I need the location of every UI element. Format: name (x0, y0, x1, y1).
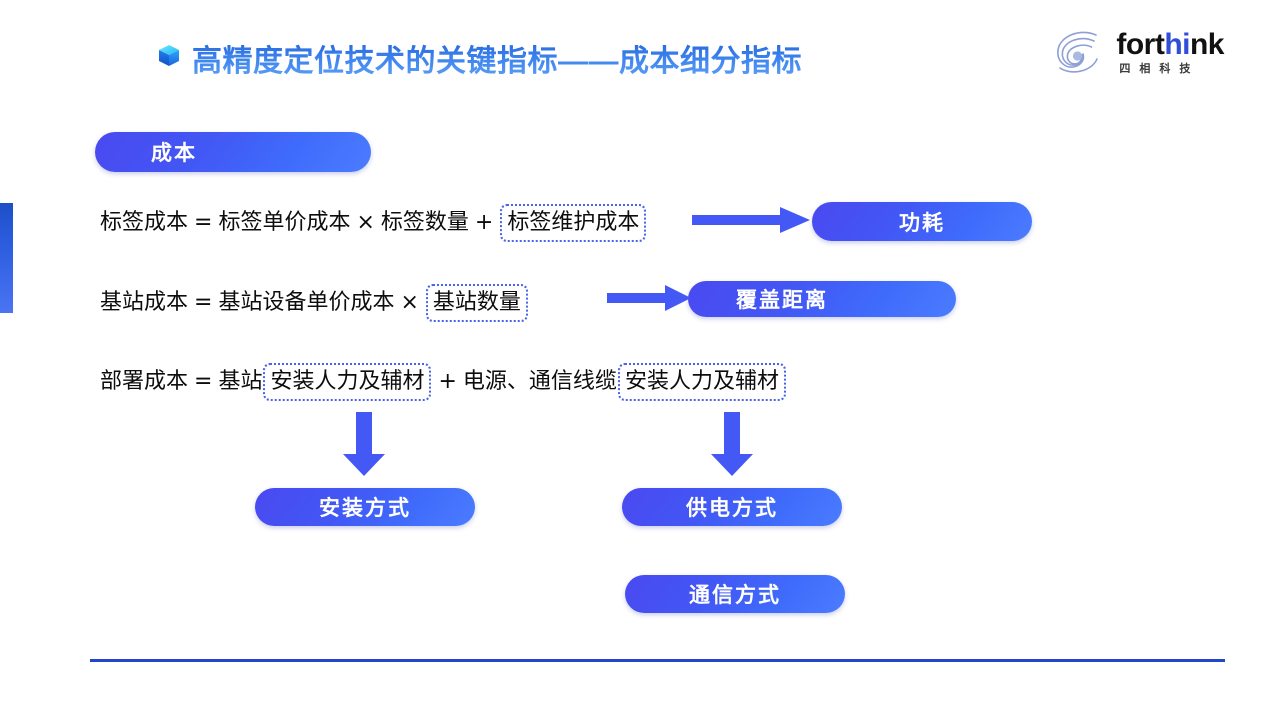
formula-term-station-labor-boxed: 安装人力及辅材 (263, 363, 432, 401)
logo-name-highlight: hi (1164, 27, 1190, 61)
formula-lead-power-cable: 电源、通信线缆 (462, 369, 617, 394)
logo-name-prefix: fort (1116, 27, 1165, 61)
formula-operator-plus: + (474, 210, 494, 235)
formula-operator-multiply: × (400, 290, 419, 315)
formula-operator-multiply: × (356, 210, 375, 235)
pill-power-supply-method[interactable]: 供电方式 (622, 488, 842, 526)
arrow-down-icon-to-power-supply (711, 412, 753, 476)
formula-term-cable-labor-boxed: 安装人力及辅材 (617, 363, 786, 401)
formula-term-unit-price: 标签单价成本 (218, 210, 351, 235)
formula-term-maintenance-boxed: 标签维护成本 (500, 204, 647, 242)
formula-term-device-unit-price: 基站设备单价成本 (218, 290, 395, 315)
formula-operator-plus: + (438, 369, 457, 394)
formula-base-station-cost: 基站成本=基站设备单价成本×基站数量 (100, 284, 529, 322)
formula-subject: 标签成本 (100, 210, 189, 235)
arrow-right-icon-to-power (692, 207, 810, 233)
logo-wordmark: forthink 四相科技 (1116, 27, 1225, 75)
logo-name-suffix: nk (1189, 27, 1225, 61)
formula-equals: = (194, 369, 213, 394)
pill-communication-method[interactable]: 通信方式 (625, 575, 845, 613)
bottom-divider (90, 659, 1225, 662)
formula-equals: = (194, 210, 213, 235)
arrow-right-icon-to-coverage (607, 285, 691, 311)
formula-lead-base-station: 基站 (218, 369, 263, 394)
cube-icon (159, 45, 179, 66)
pill-cost[interactable]: 成本 (95, 132, 371, 172)
logo-name: forthink (1116, 27, 1225, 61)
spiral-swirl-icon (1057, 31, 1099, 73)
pill-coverage-distance[interactable]: 覆盖距离 (688, 281, 956, 317)
logo-chinese-name: 四相科技 (1119, 62, 1200, 75)
formula-term-quantity: 标签数量 (380, 210, 469, 235)
brand-logo: forthink 四相科技 (1050, 26, 1225, 78)
left-accent-bar (0, 203, 13, 313)
formula-subject: 部署成本 (100, 369, 189, 394)
pill-power-consumption[interactable]: 功耗 (812, 202, 1032, 241)
formula-term-station-quantity-boxed: 基站数量 (425, 284, 528, 322)
formula-tag-cost: 标签成本=标签单价成本×标签数量+标签维护成本 (100, 204, 647, 242)
formula-subject: 基站成本 (100, 290, 189, 315)
formula-equals: = (194, 290, 213, 315)
page-title: 高精度定位技术的关键指标——成本细分指标 (192, 36, 802, 80)
arrow-down-icon-to-installation (343, 412, 385, 476)
formula-deployment-cost: 部署成本=基站安装人力及辅材+电源、通信线缆安装人力及辅材 (100, 363, 787, 401)
pill-installation-method[interactable]: 安装方式 (255, 488, 475, 526)
